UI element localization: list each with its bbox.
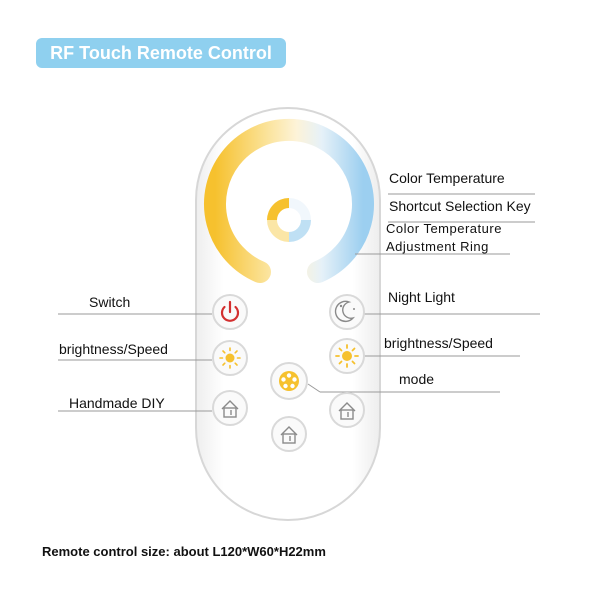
night-light-button[interactable]	[329, 294, 365, 330]
power-icon	[220, 300, 240, 322]
house-icon	[221, 400, 239, 418]
label-brightness-speed-right: brightness/Speed	[384, 335, 493, 351]
label-mode: mode	[399, 371, 435, 387]
label-switch: Switch	[89, 294, 131, 310]
sun-icon	[219, 347, 241, 369]
label-color-temperature-ring: Color Temperature	[386, 221, 502, 236]
mode-button[interactable]	[270, 362, 308, 400]
shortcut-selection-key	[267, 198, 311, 242]
size-caption: Remote control size: about L120*W60*H22m…	[42, 544, 326, 559]
diy-button-1[interactable]	[212, 390, 248, 426]
brightness-speed-button-right[interactable]	[329, 338, 365, 374]
label-color-temperature-key: Color Temperature	[389, 170, 505, 186]
label-night-light: Night Light	[388, 289, 455, 305]
sun-icon	[335, 344, 359, 368]
label-handmade-diy: Handmade DIY	[69, 395, 165, 411]
diy-button-3[interactable]	[329, 392, 365, 428]
house-icon	[338, 402, 356, 420]
switch-button[interactable]	[212, 294, 248, 330]
color-temperature-ring	[204, 119, 374, 283]
house-icon	[280, 426, 298, 444]
flower-icon	[279, 371, 299, 391]
label-brightness-speed-left: brightness/Speed	[59, 341, 168, 357]
page-title: RF Touch Remote Control	[36, 38, 286, 68]
moon-icon	[334, 300, 356, 323]
label-shortcut-selection-key: Shortcut Selection Key	[389, 198, 531, 214]
label-adjustment-ring: Adjustment Ring	[386, 239, 489, 254]
diy-button-2[interactable]	[271, 416, 307, 452]
brightness-speed-button-left[interactable]	[212, 340, 248, 376]
